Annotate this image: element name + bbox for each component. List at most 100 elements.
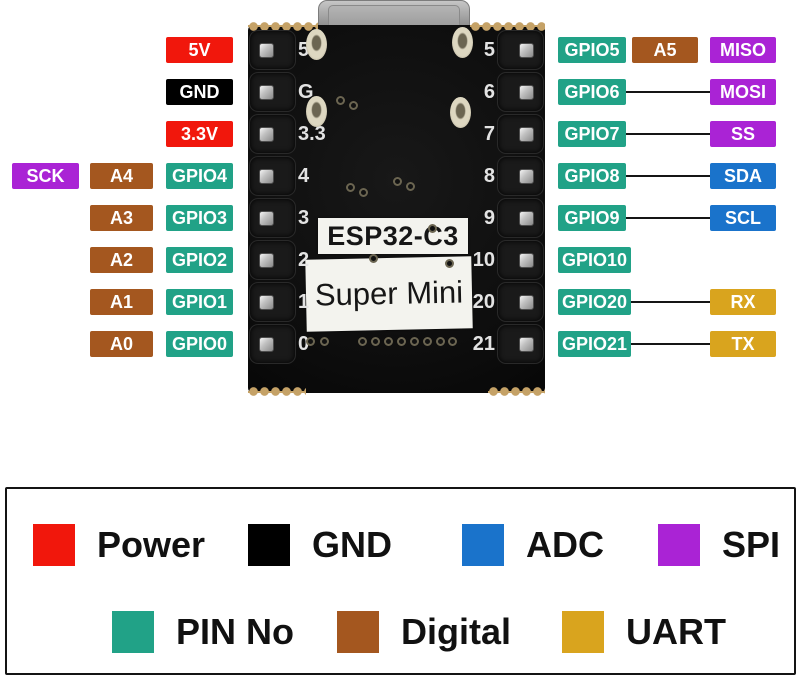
board-edge: [488, 391, 545, 393]
via-hole: [369, 254, 378, 263]
silkscreen-left-7: 0: [298, 333, 310, 355]
pin-label-a3: A3: [90, 205, 153, 231]
pin-header-right: [497, 72, 544, 112]
legend-label-spi: SPI: [722, 524, 781, 565]
pin-header-left: [249, 114, 296, 154]
pin-header-left: [249, 156, 296, 196]
legend-label-gnd: GND: [312, 524, 392, 565]
header-pin: [519, 253, 534, 268]
header-pin: [259, 253, 274, 268]
header-pin: [259, 127, 274, 142]
pin-label-a2: A2: [90, 247, 153, 273]
legend-label-power: Power: [97, 524, 206, 565]
header-pin: [259, 295, 274, 310]
pin-label-gpio5: GPIO5: [558, 37, 626, 63]
silkscreen-right-7: 21: [472, 333, 495, 355]
pin-label-gpio3: GPIO3: [166, 205, 233, 231]
silkscreen-left-6: 1: [298, 291, 310, 313]
legend-label-uart: UART: [626, 611, 726, 652]
via-hole: [371, 337, 380, 346]
solder-pad: [306, 29, 327, 60]
pin-label-gnd: GND: [166, 79, 233, 105]
via-hole: [359, 188, 368, 197]
pin-label-sda: SDA: [710, 163, 776, 189]
pin-header-left: [249, 30, 296, 70]
legend-swatch-pin-no: [112, 611, 154, 653]
solder-pad: [450, 97, 471, 128]
usb-connector: [318, 0, 470, 26]
pin-label-a0: A0: [90, 331, 153, 357]
via-hole: [346, 183, 355, 192]
silkscreen-right-4: 9: [483, 207, 495, 229]
pin-label-gpio9: GPIO9: [558, 205, 626, 231]
legend-swatch-adc: [462, 524, 504, 566]
pin-label-gpio6: GPIO6: [558, 79, 626, 105]
header-pin: [259, 43, 274, 58]
pin-label-mosi: MOSI: [710, 79, 776, 105]
pin-label-gpio1: GPIO1: [166, 289, 233, 315]
pin-header-left: [249, 240, 296, 280]
pin-header-right: [497, 198, 544, 238]
silkscreen-left-3: 4: [298, 165, 310, 187]
pin-label-5v: 5V: [166, 37, 233, 63]
pin-label-rx: RX: [710, 289, 776, 315]
pin-header-left: [249, 324, 296, 364]
pin-label-a1: A1: [90, 289, 153, 315]
silkscreen-right-0: 5: [483, 39, 495, 61]
header-pin: [519, 169, 534, 184]
pin-header-left: [249, 72, 296, 112]
via-hole: [423, 337, 432, 346]
via-hole: [306, 337, 315, 346]
solder-pad: [452, 27, 473, 58]
connector-line: [620, 343, 716, 345]
legend-swatch-digital: [337, 611, 379, 653]
header-pin: [519, 337, 534, 352]
silkscreen-right-2: 7: [483, 123, 495, 145]
silkscreen-right-3: 8: [483, 165, 495, 187]
legend-label-adc: ADC: [526, 524, 604, 565]
solder-pad: [306, 96, 327, 127]
pin-label-gpio21: GPIO21: [558, 331, 632, 357]
legend-swatch-power: [33, 524, 75, 566]
header-pin: [259, 85, 274, 100]
board-edge: [248, 25, 318, 27]
silkscreen-left-2: 3.3: [298, 123, 326, 145]
via-hole: [358, 337, 367, 346]
via-hole: [393, 177, 402, 186]
silkscreen-left-4: 3: [298, 207, 310, 229]
via-hole: [336, 96, 345, 105]
legend-swatch-spi: [658, 524, 700, 566]
pin-label-gpio10: GPIO10: [558, 247, 632, 273]
header-pin: [259, 211, 274, 226]
via-hole: [428, 224, 437, 233]
header-pin: [519, 85, 534, 100]
pin-header-left: [249, 282, 296, 322]
legend-swatch-uart: [562, 611, 604, 653]
silkscreen-right-5: 10: [472, 249, 495, 271]
pin-header-right: [497, 240, 544, 280]
pin-label-ss: SS: [710, 121, 776, 147]
esp32-board: ESP32-C3 Super Mini 5V5G63.3748392101200…: [248, 20, 545, 398]
via-hole: [436, 337, 445, 346]
pin-header-right: [497, 156, 544, 196]
pin-label-gpio7: GPIO7: [558, 121, 626, 147]
via-hole: [448, 337, 457, 346]
legend-label-digital: Digital: [401, 611, 512, 652]
pin-label-scl: SCL: [710, 205, 776, 231]
pin-header-right: [497, 282, 544, 322]
header-pin: [519, 43, 534, 58]
pin-label-gpio2: GPIO2: [166, 247, 233, 273]
connector-line: [620, 91, 716, 93]
board-edge: [248, 391, 306, 393]
via-hole: [410, 337, 419, 346]
pin-label-a4: A4: [90, 163, 153, 189]
legend-label-pin-no: PIN No: [176, 611, 295, 652]
silkscreen-right-1: 6: [483, 81, 495, 103]
pin-label-gpio20: GPIO20: [558, 289, 632, 315]
via-hole: [320, 337, 329, 346]
pin-label-a5: A5: [632, 37, 698, 63]
connector-line: [620, 217, 716, 219]
header-pin: [519, 295, 534, 310]
header-pin: [259, 337, 274, 352]
